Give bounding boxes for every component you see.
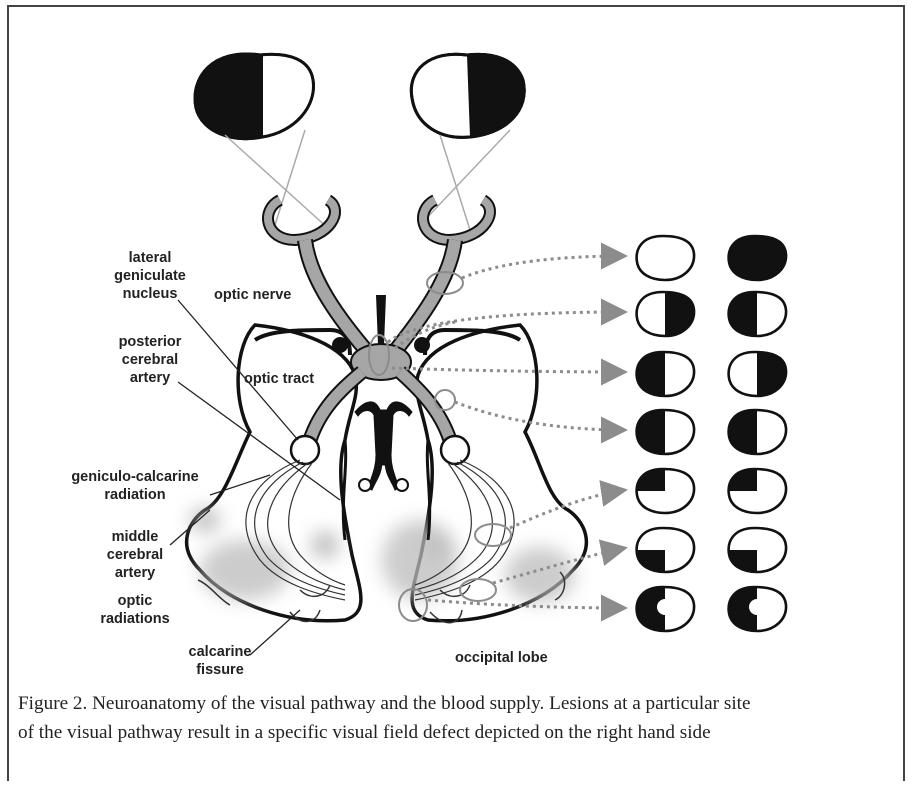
defect-field-5-right — [717, 451, 786, 513]
label-occipital-lobe: occipital lobe — [455, 650, 548, 666]
label-calcarine-1: calcarine — [189, 644, 252, 660]
label-pca-3: artery — [130, 370, 170, 386]
label-mca-2: cerebral — [107, 547, 163, 563]
label-mca-1: middle — [112, 529, 159, 545]
defect-field-5-left — [625, 451, 694, 513]
defect-field-7-right — [717, 569, 786, 649]
label-gcr-1: geniculo-calcarine — [71, 469, 198, 485]
label-lgn-1: lateral — [129, 250, 172, 266]
defect-field-6-left — [625, 528, 694, 590]
defect-field-3-left — [625, 334, 694, 414]
defect-field-3-right — [729, 334, 797, 414]
defect-field-4-right — [717, 392, 786, 472]
label-radiations-2: radiations — [100, 611, 169, 627]
right-eye-visual-field — [411, 54, 524, 137]
defect-field-2-right — [717, 274, 786, 354]
right-lgn — [441, 436, 469, 464]
label-mca-3: artery — [115, 565, 155, 581]
label-lgn-2: geniculate — [114, 268, 186, 284]
label-radiations-1: optic — [118, 593, 153, 609]
visual-pathway-diagram: lateral geniculate nucleus optic nerve p… — [0, 0, 913, 690]
defect-field-1-right — [717, 218, 797, 298]
left-lgn — [291, 436, 319, 464]
visual-field-defects — [625, 218, 797, 649]
defect-field-1-left — [637, 236, 694, 280]
label-pca-2: cerebral — [122, 352, 178, 368]
label-calcarine-2: fissure — [196, 662, 244, 678]
defect-field-2-left — [637, 274, 705, 354]
defect-field-4-left — [625, 392, 694, 472]
label-gcr-2: radiation — [104, 487, 165, 503]
figure-caption: Figure 2. Neuroanatomy of the visual pat… — [18, 689, 888, 747]
label-lgn-3: nucleus — [123, 286, 178, 302]
caption-line-2: of the visual pathway result in a specif… — [18, 718, 888, 747]
label-optic-tract: optic tract — [244, 371, 314, 387]
defect-field-7-left — [625, 569, 694, 649]
label-optic-nerve: optic nerve — [214, 287, 291, 303]
label-pca-1: posterior — [119, 334, 182, 350]
defect-field-6-right — [717, 528, 786, 590]
caption-line-1: Figure 2. Neuroanatomy of the visual pat… — [18, 689, 888, 718]
left-eye-visual-field — [195, 54, 313, 139]
